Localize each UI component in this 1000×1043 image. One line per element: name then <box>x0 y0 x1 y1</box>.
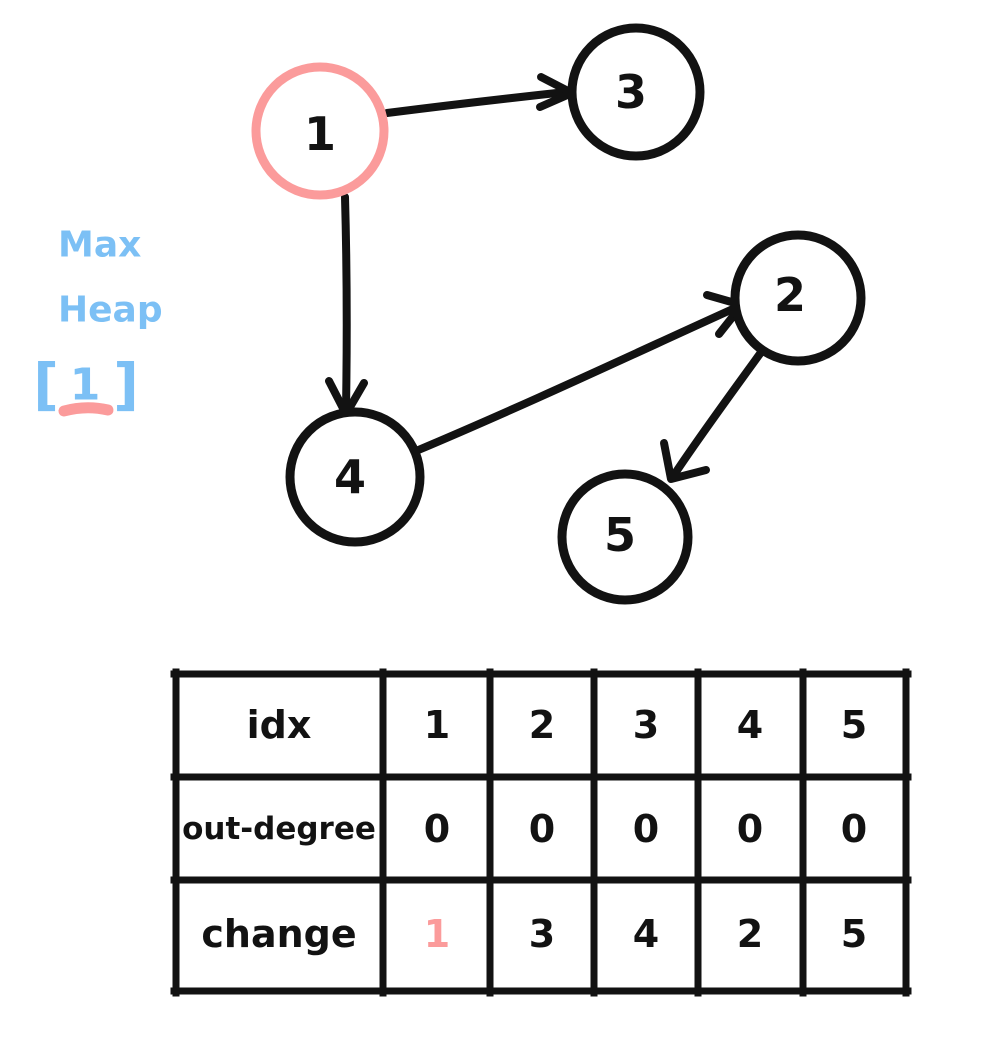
graph-node-2-label: 2 <box>774 268 806 322</box>
graph-node-1-label: 1 <box>304 107 336 161</box>
table-cell-out-degree-5: 0 <box>841 807 867 851</box>
graph-node-2-circle[interactable] <box>730 230 866 366</box>
table-cell-idx-5: 5 <box>841 703 867 747</box>
state-table: idx 1 2 3 4 5 out-degree 0 0 0 0 0 chang… <box>170 668 912 997</box>
table-cell-out-degree-2: 0 <box>529 807 555 851</box>
table-cell-idx-4: 4 <box>737 703 763 747</box>
edge-1-to-4 <box>325 193 368 418</box>
table-row-out-degree-label: out-degree <box>182 811 376 847</box>
table-cell-idx-2: 2 <box>529 703 555 747</box>
edge-2-to-5-line <box>672 347 766 476</box>
graph-node-4[interactable]: 4 <box>285 407 425 547</box>
graph-node-1[interactable]: 1 <box>251 62 389 200</box>
edge-1-to-3 <box>383 73 576 117</box>
graph-node-5-label: 5 <box>604 508 636 562</box>
graph-node-4-circle[interactable] <box>285 407 425 547</box>
graph-node-5-circle[interactable] <box>557 469 693 605</box>
heap-item-0: 1 <box>70 360 101 411</box>
graph-nodes: 1 3 2 4 5 <box>251 23 866 605</box>
table-cell-change-3: 4 <box>633 912 659 956</box>
graph-node-3-label: 3 <box>615 65 647 119</box>
table-cell-idx-3: 3 <box>633 703 659 747</box>
table-cell-out-degree-1: 0 <box>424 807 450 851</box>
table-cell-change-5: 5 <box>841 912 867 956</box>
max-heap-title-line1: Max <box>58 225 141 266</box>
table-row-idx: idx 1 2 3 4 5 <box>247 703 868 747</box>
table-cell-change-2: 3 <box>529 912 555 956</box>
graph-node-1-circle[interactable] <box>251 62 389 200</box>
table-row-idx-label: idx <box>247 703 312 747</box>
edge-1-to-4-line <box>341 193 351 412</box>
heap-open-bracket: [ <box>33 353 59 418</box>
graph-node-2[interactable]: 2 <box>730 230 866 366</box>
edge-2-to-5-arrowhead <box>660 439 710 483</box>
edge-4-to-2-line <box>412 304 739 455</box>
table-cell-change-1: 1 <box>424 912 450 956</box>
table-cell-out-degree-3: 0 <box>633 807 659 851</box>
edge-2-to-5 <box>660 347 766 483</box>
table-horizontal-lines <box>170 670 912 995</box>
table-cell-out-degree-4: 0 <box>737 807 763 851</box>
graph-node-4-label: 4 <box>334 450 366 504</box>
heap-close-bracket: ] <box>113 353 139 418</box>
table-row-change-label: change <box>201 912 356 956</box>
table-row-out-degree: out-degree 0 0 0 0 0 <box>182 807 867 851</box>
graph-edges <box>325 73 766 483</box>
max-heap-title-line2: Heap <box>58 290 163 331</box>
heap-item-highlight-underline <box>58 402 114 417</box>
table-row-change: change 1 3 4 2 5 <box>201 912 867 956</box>
max-heap-contents: [ 1 ] <box>33 353 139 418</box>
table-cell-change-4: 2 <box>737 912 763 956</box>
table-cell-idx-1: 1 <box>424 703 450 747</box>
graph-node-5[interactable]: 5 <box>557 469 693 605</box>
graph-node-3[interactable]: 3 <box>567 23 705 161</box>
max-heap-annotation: Max Heap [ 1 ] <box>33 225 162 418</box>
edge-4-to-2 <box>412 291 746 455</box>
graph-node-3-circle[interactable] <box>567 23 705 161</box>
table-vertical-lines <box>172 668 910 997</box>
edge-1-to-3-line <box>383 88 570 117</box>
